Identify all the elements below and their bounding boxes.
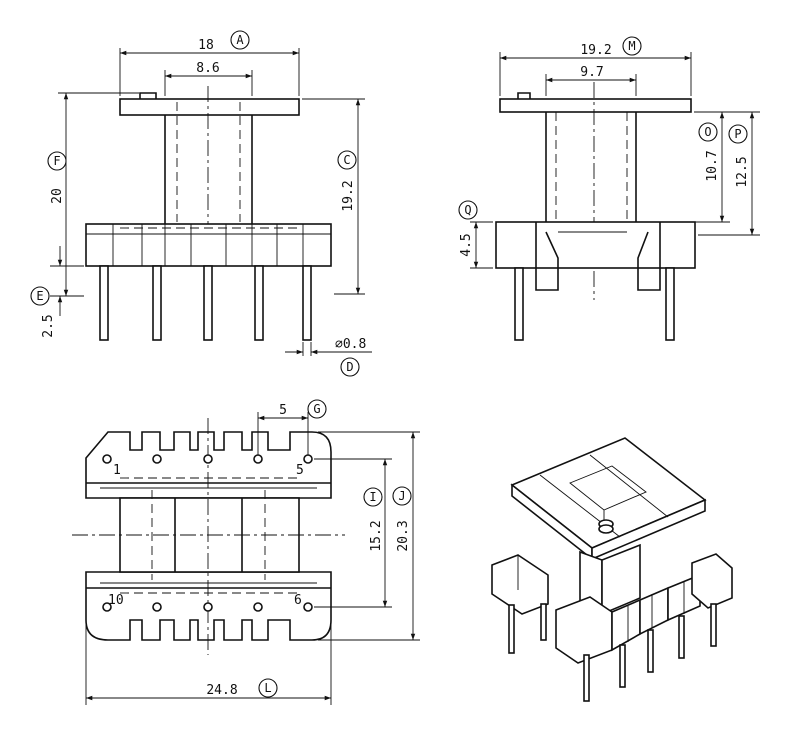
front-view: 18 A 8.6 20 F 19.2 [30,30,372,377]
dim-body-height: 20.3 [318,431,420,641]
dim-pin-dia-label: ⌀0.8 [335,337,366,352]
front-base-slots [112,224,304,266]
dim-total-width-label: 24.8 [206,683,237,698]
tag-c: C [337,150,357,170]
dim-side-p-label: 12.5 [735,156,750,187]
tag-i: I [363,487,383,507]
dim-total-width: 24.8 [85,624,332,705]
tag-l: L [258,678,278,698]
dim-row-pitch: 15.2 [314,458,392,608]
tag-m-label: M [628,39,635,53]
side-flange-tab [517,92,531,99]
iso-pins [508,603,717,702]
dim-front-side: 19.2 [302,98,365,295]
dim-front-height-label: 20 [50,188,65,204]
dim-pin-pitch: 5 [257,403,309,455]
dim-side-width-label: 19.2 [580,43,611,58]
tag-j-label: J [398,489,405,503]
pin-label-5: 5 [296,463,304,478]
tag-l-label: L [264,681,271,695]
iso-right-block [691,553,733,609]
side-view: 19.2 M 9.7 10.7 O 12.5 [458,36,760,341]
tag-p: P [728,124,748,144]
tag-i-label: I [369,490,376,504]
dim-side-width: 19.2 [499,43,692,96]
tag-q: Q [458,200,478,220]
front-base [85,223,332,267]
tag-f: F [47,151,67,171]
dim-side-base-label: 4.5 [459,233,474,256]
dim-pin-stub: 2.5 [41,246,84,338]
tag-e: E [30,286,50,306]
pin-holes [102,454,313,612]
dim-side-core: 9.7 [545,65,637,96]
tag-o: O [698,122,718,142]
dim-front-core: 8.6 [164,61,253,96]
dim-pin-dia: ⌀0.8 [285,337,372,356]
front-pins [99,265,312,341]
pin-label-6: 6 [294,593,302,608]
tag-g: G [307,399,327,419]
tag-e-label: E [36,289,43,303]
tag-f-label: F [53,154,60,168]
front-flange-tab [139,92,157,99]
pin-label-1: 1 [113,463,121,478]
tag-q-label: Q [464,203,471,217]
dim-row-pitch-label: 15.2 [369,520,384,551]
front-top-flange [119,98,300,116]
dim-side-p: 12.5 [698,112,760,236]
side-left-leg [535,222,559,291]
tag-g-label: G [313,402,320,416]
dim-front-width-label: 18 [198,38,214,53]
isometric-view [491,437,733,702]
bottom-view: 1 5 6 10 5 G 15.2 I [72,399,420,705]
side-pin-right [665,267,675,341]
side-base [495,221,696,269]
tag-a-label: A [236,33,244,47]
tag-d-label: D [346,360,353,374]
tag-m: M [622,36,642,56]
dim-front-core-label: 8.6 [196,61,219,76]
pin-label-10: 10 [108,593,124,608]
side-right-leg [637,222,661,291]
tag-c-label: C [343,153,350,167]
side-top-flange [499,98,692,113]
tag-p-label: P [734,127,741,141]
tag-o-label: O [704,125,711,139]
dim-front-side-label: 19.2 [341,180,356,211]
tag-d: D [340,357,360,377]
dim-pin-pitch-label: 5 [279,403,287,418]
upper-pin-row [85,431,332,499]
dim-side-base: 4.5 [459,221,493,269]
dim-body-height-label: 20.3 [396,520,411,551]
dim-side-o-label: 10.7 [705,150,720,181]
tag-a: A [230,30,250,50]
dim-front-width: 18 [119,38,300,96]
iso-left-block [491,554,549,615]
dim-side-core-label: 9.7 [580,65,603,80]
dim-pin-stub-label: 2.5 [41,314,56,337]
dim-side-o: 10.7 [640,111,760,223]
tag-j: J [392,486,412,506]
side-pin-left [514,267,524,341]
